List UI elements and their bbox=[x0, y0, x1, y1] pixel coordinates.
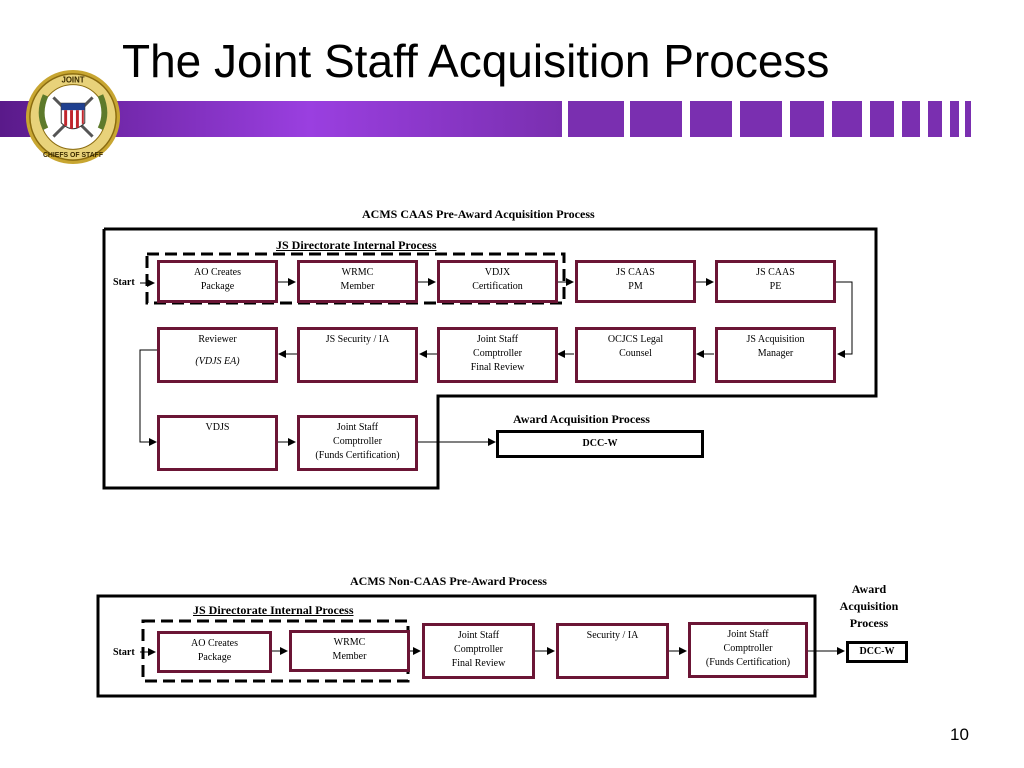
caas-js-caas-pe-box[interactable]: JS CAAS PE bbox=[715, 260, 836, 303]
noncaas-internal-process-label: JS Directorate Internal Process bbox=[193, 603, 354, 617]
noncaas-funds-certification-box[interactable]: Joint Staff Comptroller (Funds Certifica… bbox=[688, 622, 808, 678]
slide-title: The Joint Staff Acquisition Process bbox=[122, 35, 830, 87]
box-line: VDJX bbox=[484, 267, 511, 278]
caas-funds-certification-box[interactable]: Joint Staff Comptroller (Funds Certifica… bbox=[297, 415, 418, 471]
box-line: AO Creates bbox=[191, 638, 238, 649]
box-line: Member bbox=[332, 651, 367, 662]
box-line: VDJS bbox=[205, 422, 230, 433]
box-line: Joint Staff bbox=[457, 630, 500, 641]
box-line: OCJCS Legal bbox=[607, 334, 664, 345]
caas-section-title: ACMS CAAS Pre-Award Acquisition Process bbox=[362, 207, 595, 221]
caas-vdjs-box[interactable]: VDJS bbox=[157, 415, 278, 471]
box-line: Counsel bbox=[619, 348, 652, 359]
box-line: Comptroller bbox=[473, 348, 522, 359]
svg-text:CHIEFS OF STAFF: CHIEFS OF STAFF bbox=[43, 152, 103, 159]
box-line: Comptroller bbox=[333, 436, 382, 447]
box-line: WRMC bbox=[341, 267, 374, 278]
box-line: WRMC bbox=[333, 637, 366, 648]
box-line: JS CAAS bbox=[756, 267, 795, 278]
caas-ocjcs-legal-counsel-box[interactable]: OCJCS Legal Counsel bbox=[575, 327, 696, 383]
box-line: Joint Staff bbox=[476, 334, 519, 345]
box-line: Package bbox=[197, 652, 232, 663]
award-label-line: Award bbox=[851, 582, 887, 596]
caas-internal-process-label: JS Directorate Internal Process bbox=[276, 238, 437, 252]
noncaas-section-title: ACMS Non-CAAS Pre-Award Process bbox=[350, 574, 547, 588]
noncaas-wrmc-member-box[interactable]: WRMC Member bbox=[289, 630, 410, 672]
box-line: Joint Staff bbox=[336, 422, 379, 433]
noncaas-ao-creates-package-box[interactable]: AO Creates Package bbox=[157, 631, 272, 673]
noncaas-award-process-label: Award Acquisition Process bbox=[826, 581, 912, 632]
noncaas-start-label: Start bbox=[113, 647, 135, 658]
box-line: JS Security / IA bbox=[325, 334, 390, 345]
box-line: JS Acquisition bbox=[746, 334, 805, 345]
award-label-line: Acquisition bbox=[839, 599, 899, 613]
caas-js-acquisition-manager-box[interactable]: JS Acquisition Manager bbox=[715, 327, 836, 383]
page-number: 10 bbox=[950, 725, 969, 744]
box-line: Final Review bbox=[470, 362, 525, 373]
joint-chiefs-seal-logo: JOINT CHIEFS OF STAFF bbox=[25, 69, 121, 165]
box-line: JS CAAS bbox=[616, 267, 655, 278]
box-line: (Funds Certification) bbox=[705, 657, 791, 668]
header-band bbox=[0, 101, 971, 137]
caas-award-process-label: Award Acquisition Process bbox=[513, 412, 650, 426]
noncaas-security-ia-box[interactable]: Security / IA bbox=[556, 623, 669, 679]
caas-dcc-w-box[interactable]: DCC-W bbox=[496, 430, 704, 458]
caas-js-caas-pm-box[interactable]: JS CAAS PM bbox=[575, 260, 696, 303]
svg-text:JOINT: JOINT bbox=[61, 76, 84, 85]
caas-start-label: Start bbox=[113, 277, 135, 288]
box-line: Member bbox=[340, 281, 375, 292]
box-line: PM bbox=[628, 281, 643, 292]
caas-ao-creates-package-box[interactable]: AO Creates Package bbox=[157, 260, 278, 303]
caas-wrmc-member-box[interactable]: WRMC Member bbox=[297, 260, 418, 303]
box-line: Final Review bbox=[451, 658, 506, 669]
box-line: Manager bbox=[757, 348, 794, 359]
caas-js-security-ia-box[interactable]: JS Security / IA bbox=[297, 327, 418, 383]
box-line: Joint Staff bbox=[727, 629, 769, 640]
noncaas-comptroller-final-review-box[interactable]: Joint Staff Comptroller Final Review bbox=[422, 623, 535, 679]
box-line: AO Creates bbox=[194, 267, 241, 278]
box-line: Reviewer bbox=[198, 334, 237, 345]
award-label-line: Process bbox=[849, 616, 889, 630]
box-line: Comptroller bbox=[723, 643, 773, 654]
box-line: Security / IA bbox=[586, 630, 639, 641]
box-line: Package bbox=[200, 281, 235, 292]
box-line: Comptroller bbox=[454, 644, 503, 655]
box-line: Certification bbox=[472, 281, 523, 292]
box-line: PE bbox=[769, 281, 782, 292]
caas-vdjx-certification-box[interactable]: VDJX Certification bbox=[437, 260, 558, 303]
box-line: (Funds Certification) bbox=[315, 450, 400, 461]
caas-comptroller-final-review-box[interactable]: Joint Staff Comptroller Final Review bbox=[437, 327, 558, 383]
reviewer-note: (VDJS EA) bbox=[195, 356, 240, 367]
noncaas-dcc-w-box[interactable]: DCC-W bbox=[846, 641, 908, 663]
caas-reviewer-box[interactable]: Reviewer (VDJS EA) bbox=[157, 327, 278, 383]
